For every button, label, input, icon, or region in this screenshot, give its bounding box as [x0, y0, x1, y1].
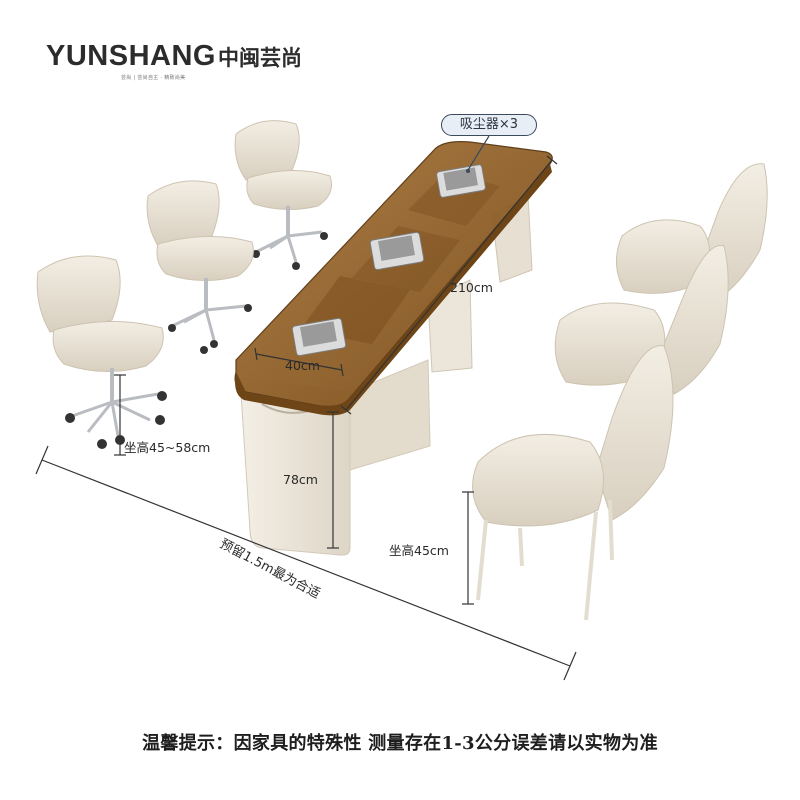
vacuum-unit [291, 317, 347, 357]
stool-seat-height-label: 坐高45~58cm [124, 440, 211, 455]
dimension-lines [35, 155, 577, 681]
width-label: 40cm [285, 358, 320, 373]
disclaimer-footer: 温馨提示：因家具的特殊性 测量存在1-3公分误差请以实物为准 [142, 733, 658, 754]
height-label: 78cm [283, 472, 318, 487]
brand-name-cn: 中闽芸尚 [217, 46, 302, 70]
brand-logo: YUNSHANG中闽芸尚 芸尚 | 芸尚自主 · 精致尚美 [46, 40, 302, 82]
client-chair [472, 345, 674, 621]
vacuum-callout: 吸尘器×3 [441, 114, 537, 136]
nail-table [234, 135, 553, 556]
vacuum-unit [369, 231, 425, 271]
length-label: 210cm [450, 280, 493, 295]
brand-name-en: YUNSHANG [46, 40, 216, 72]
stool [146, 180, 254, 354]
brand-tagline: 芸尚 | 芸尚自主 · 精致尚美 [121, 75, 186, 81]
stool [234, 120, 332, 270]
vacuum-unit [436, 164, 486, 198]
chair-seat-height-label: 坐高45cm [389, 543, 449, 558]
stool [36, 255, 167, 449]
